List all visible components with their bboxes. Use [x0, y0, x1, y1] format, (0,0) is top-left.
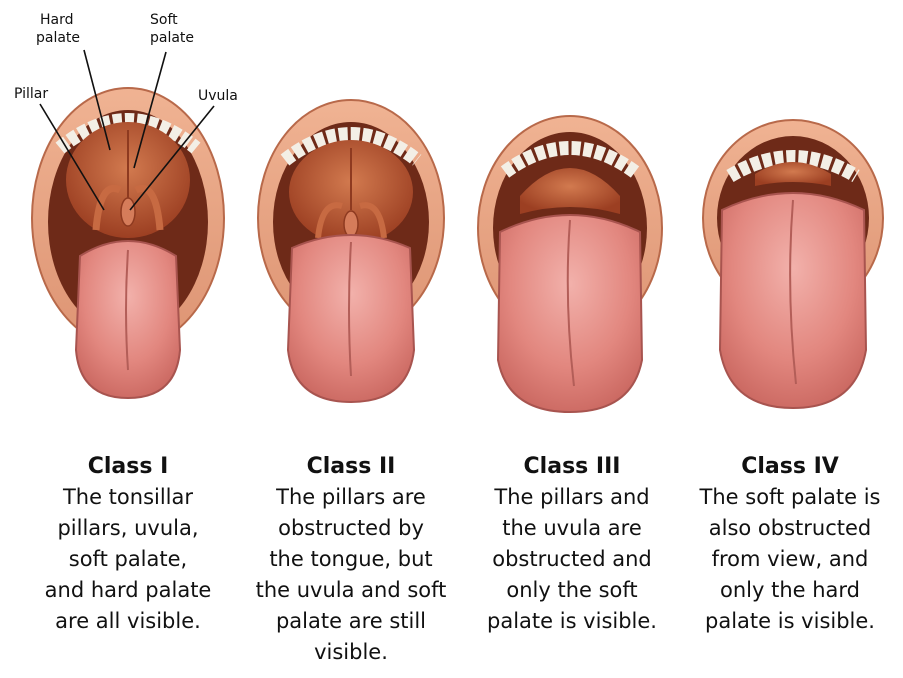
mouth-class-1 [32, 88, 224, 398]
caption-class-2: Class II The pillars are obstructed by t… [241, 452, 461, 668]
class-3-desc-line: obstructed and [462, 544, 682, 575]
class-4-desc-line: palate is visible. [680, 606, 900, 637]
class-3-desc-line: the uvula are [462, 513, 682, 544]
class-1-desc-line: The tonsillar [18, 482, 238, 513]
label-hard-palate-line1: Hard [40, 12, 74, 28]
class-3-title: Class III [462, 452, 682, 482]
class-1-desc-line: and hard palate [18, 575, 238, 606]
class-4-title: Class IV [680, 452, 900, 482]
class-1-desc-line: soft palate, [18, 544, 238, 575]
caption-class-3: Class III The pillars and the uvula are … [462, 452, 682, 637]
class-1-desc-line: are all visible. [18, 606, 238, 637]
mouth-class-3 [478, 116, 662, 412]
class-2-desc-line: palate are still [241, 606, 461, 637]
label-soft-palate-line2: palate [150, 30, 194, 46]
class-2-desc-line: The pillars are [241, 482, 461, 513]
class-2-desc-line: obstructed by [241, 513, 461, 544]
class-4-desc-line: only the hard [680, 575, 900, 606]
label-soft-palate-line1: Soft [150, 12, 178, 28]
class-2-desc-line: the uvula and soft [241, 575, 461, 606]
label-hard-palate-line2: palate [36, 30, 80, 46]
class-2-desc-line: visible. [241, 637, 461, 668]
caption-class-4: Class IV The soft palate is also obstruc… [680, 452, 900, 637]
class-3-desc-line: only the soft [462, 575, 682, 606]
class-4-desc-line: from view, and [680, 544, 900, 575]
class-3-desc-line: The pillars and [462, 482, 682, 513]
class-4-desc-line: The soft palate is [680, 482, 900, 513]
mouth-class-4 [703, 120, 883, 408]
mouth-class-2 [258, 100, 444, 402]
label-uvula: Uvula [198, 88, 238, 104]
class-2-desc-line: the tongue, but [241, 544, 461, 575]
caption-class-1: Class I The tonsillar pillars, uvula, so… [18, 452, 238, 637]
class-1-desc-line: pillars, uvula, [18, 513, 238, 544]
class-3-desc-line: palate is visible. [462, 606, 682, 637]
label-pillar: Pillar [14, 86, 48, 102]
class-1-title: Class I [18, 452, 238, 482]
class-4-desc-line: also obstructed [680, 513, 900, 544]
class-2-title: Class II [241, 452, 461, 482]
